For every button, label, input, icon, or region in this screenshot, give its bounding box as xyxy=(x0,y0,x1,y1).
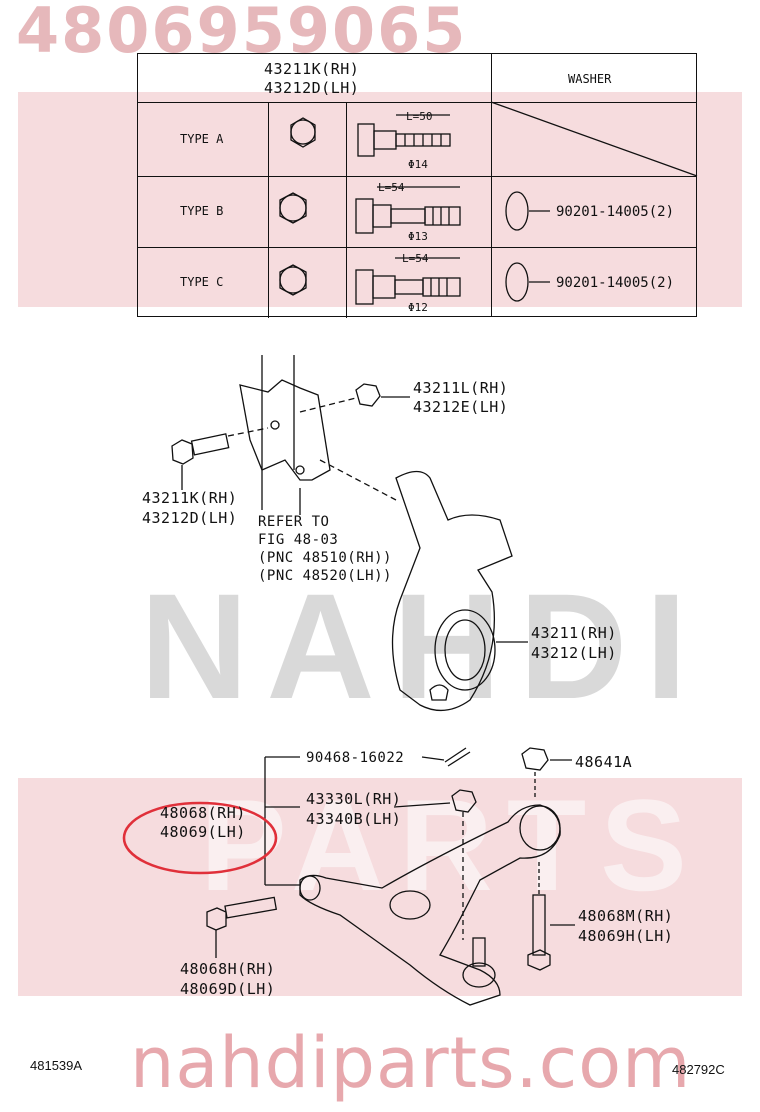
table-header-bolt-rh: 43211K(RH) xyxy=(264,60,360,78)
bolt-diameter-label: Φ13 xyxy=(408,230,428,243)
refer-line-3: (PNC 48510(RH)) xyxy=(258,550,392,566)
washer-icon xyxy=(505,191,529,231)
strut-icon xyxy=(239,355,331,510)
label-rear-bolt-rh: 48068M(RH) xyxy=(578,907,674,925)
washer-part-label: 90201-14005(2) xyxy=(556,275,675,291)
bolt-type-table: 43211K(RH) 43212D(LH) WASHER TYPE A TYPE… xyxy=(137,53,697,318)
watermark-site: nahdiparts.com xyxy=(130,1022,692,1104)
table-header-washer: WASHER xyxy=(568,72,612,86)
bolt-diameter-label: Φ14 xyxy=(408,158,428,171)
label-knuckle-rh: 43211(RH) xyxy=(531,624,617,642)
table-header-bolt-lh: 43212D(LH) xyxy=(264,79,360,97)
label-arm-lh: 48069(LH) xyxy=(160,823,246,841)
bolt-icon xyxy=(527,862,551,971)
hex-head-icon xyxy=(279,264,307,296)
label-nut-rh: 43211L(RH) xyxy=(413,379,509,397)
ball-stud-icon xyxy=(462,937,496,988)
label-balljoint-rh: 43330L(RH) xyxy=(306,790,402,808)
steering-knuckle-icon xyxy=(319,459,513,712)
watermark-part-number: 4806959065 xyxy=(16,0,468,67)
hex-head-icon xyxy=(290,117,316,148)
bolt-type-a-icon xyxy=(357,114,451,157)
footer-right-code: 482792C xyxy=(672,1062,725,1077)
ball-joint-icon xyxy=(451,789,477,940)
refer-line-4: (PNC 48520(LH)) xyxy=(258,568,392,584)
washer-icon xyxy=(505,262,529,302)
table-row-type: TYPE B xyxy=(180,204,224,218)
table-row-type: TYPE A xyxy=(180,132,224,146)
bolt-length-label: L=50 xyxy=(406,110,433,123)
lower-control-arm-icon xyxy=(299,804,561,1006)
bolt-icon xyxy=(171,427,269,465)
label-balljoint-lh: 43340B(LH) xyxy=(306,810,402,828)
refer-line-2: FIG 48-03 xyxy=(258,532,339,548)
footer-left-code: 481539A xyxy=(30,1058,83,1073)
washer-part-label: 90201-14005(2) xyxy=(556,204,675,220)
label-front-bolt-rh: 48068H(RH) xyxy=(180,960,276,978)
watermark-parts: PARTS xyxy=(200,772,701,918)
nut-icon xyxy=(299,383,381,413)
watermark-band-top xyxy=(18,92,742,307)
label-nut-48641a: 48641A xyxy=(575,753,633,771)
label-front-bolt-lh: 48069D(LH) xyxy=(180,980,276,998)
label-bolt-rh: 43211K(RH) xyxy=(142,489,238,507)
label-bolt-lh: 43212D(LH) xyxy=(142,509,238,527)
refer-line-1: REFER TO xyxy=(258,514,330,530)
bolt-icon xyxy=(206,896,278,931)
label-cotter-pin: 90468-16022 xyxy=(306,750,405,766)
nut-icon xyxy=(521,747,549,771)
label-nut-lh: 43212E(LH) xyxy=(413,398,509,416)
table-row-type: TYPE C xyxy=(180,275,224,289)
bolt-type-b-icon xyxy=(355,186,461,234)
cotter-pin-icon xyxy=(444,747,471,767)
highlight-ring-icon xyxy=(122,801,278,875)
label-rear-bolt-lh: 48069H(LH) xyxy=(578,927,674,945)
label-arm-rh: 48068(RH) xyxy=(160,804,246,822)
bolt-diameter-label: Φ12 xyxy=(408,301,428,314)
watermark-word: NAHDI xyxy=(140,562,705,730)
label-knuckle-lh: 43212(LH) xyxy=(531,644,617,662)
hex-head-icon xyxy=(279,192,307,224)
bolt-type-c-icon xyxy=(355,257,461,305)
